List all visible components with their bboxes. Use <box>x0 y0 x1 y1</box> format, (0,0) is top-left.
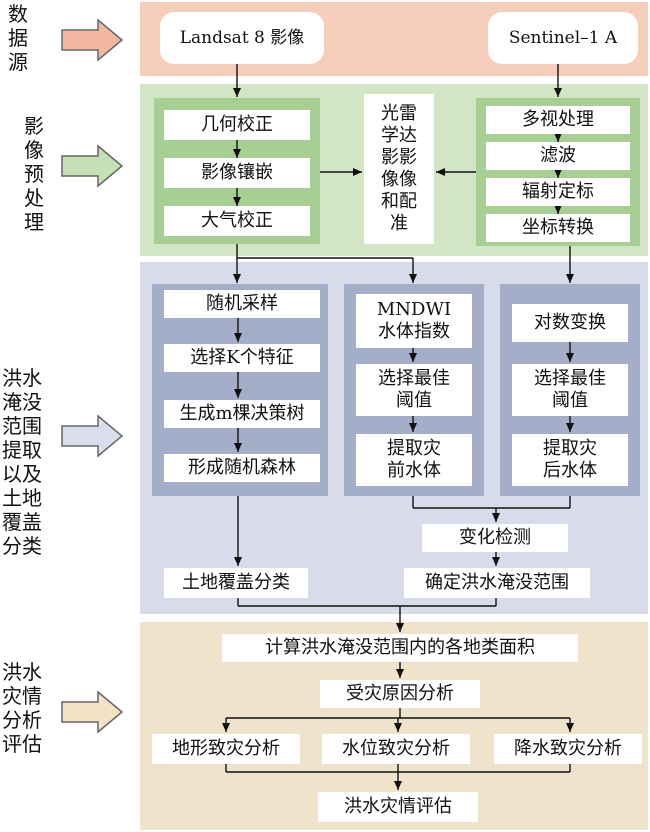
side-arrow-1 <box>61 18 124 62</box>
area-calculation-box: 计算洪水淹没范围内的各地类面积 <box>222 634 578 662</box>
land-cover-box: 土地覆盖分类 <box>164 568 308 598</box>
post-flood-water-box: 提取灾 后水体 <box>512 434 628 486</box>
post-threshold-box: 选择最佳 阈值 <box>512 364 628 416</box>
coordinate-transform-box: 坐标转换 <box>486 214 630 242</box>
mndwi-box: MNDWI 水体指数 <box>356 294 472 348</box>
filter-box: 滤波 <box>486 142 630 170</box>
terrain-analysis-box: 地形致灾分析 <box>152 734 300 764</box>
side-arrow-4 <box>61 690 124 734</box>
random-sampling-box: 随机采样 <box>164 290 320 318</box>
water-level-analysis-box: 水位致灾分析 <box>322 734 470 764</box>
log-transform-box: 对数变换 <box>512 304 628 342</box>
side-arrow-2 <box>61 144 124 188</box>
calibration-box: 辐射定标 <box>486 178 630 206</box>
pre-threshold-box: 选择最佳 阈值 <box>356 364 472 416</box>
select-k-features-box: 选择K个特征 <box>164 344 320 372</box>
registration-box: 光雷学达影影像像和配准 <box>364 94 434 244</box>
mosaic-box: 影像镶嵌 <box>164 158 310 188</box>
flood-disaster-assessment-box: 洪水灾情评估 <box>318 792 478 822</box>
pre-flood-water-box: 提取灾 前水体 <box>356 434 472 486</box>
section-label-extraction: 洪水淹没范围提取以及土地覆盖分类 <box>2 366 42 558</box>
cause-analysis-box: 受灾原因分析 <box>320 680 480 708</box>
section-label-assessment: 洪水灾情分析评估 <box>2 660 42 756</box>
precipitation-analysis-box: 降水致灾分析 <box>494 734 642 764</box>
sentinel-source: Sentinel–1 A <box>488 12 638 64</box>
geometric-correction-box: 几何校正 <box>164 110 310 140</box>
atmospheric-correction-box: 大气校正 <box>164 206 310 236</box>
landsat-source: Landsat 8 影像 <box>160 12 324 64</box>
side-arrow-3 <box>61 414 124 458</box>
section-label-preprocessing: 影像预处理 <box>24 114 44 234</box>
multilook-box: 多视处理 <box>486 106 630 134</box>
build-m-trees-box: 生成m棵决策树 <box>164 400 320 428</box>
flood-extent-box: 确定洪水淹没范围 <box>404 568 590 598</box>
section-label-data-source: 数据源 <box>8 2 28 74</box>
change-detection-box: 变化检测 <box>422 524 568 552</box>
form-random-forest-box: 形成随机森林 <box>164 454 320 482</box>
